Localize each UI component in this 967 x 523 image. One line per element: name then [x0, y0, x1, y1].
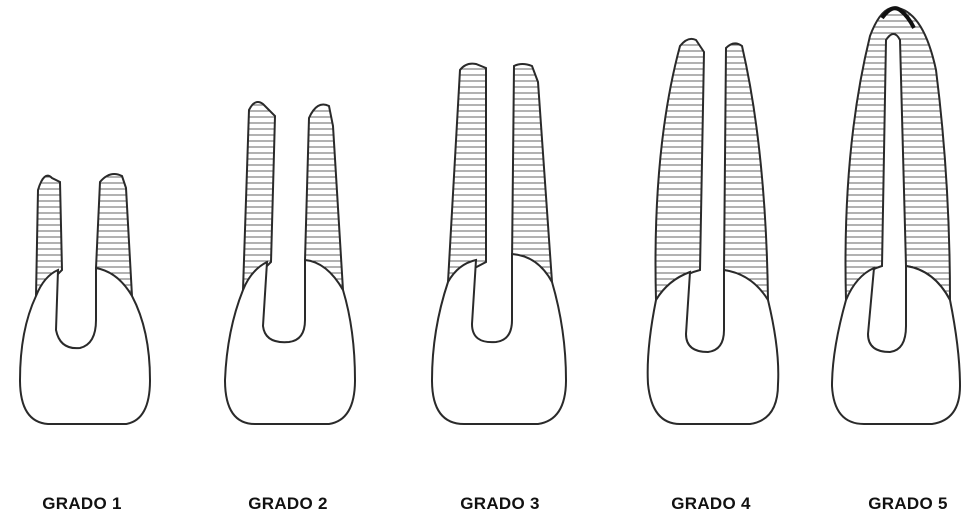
tooth-stage-3-illustration: [420, 0, 590, 470]
tooth-stage-4-illustration: [640, 0, 790, 470]
stage-label-2: GRADO 2: [248, 494, 328, 514]
stage-label-5: GRADO 5: [868, 494, 948, 514]
tooth-stage-2-illustration: [205, 0, 375, 470]
tooth-stage-1-illustration: [0, 0, 190, 470]
tooth-stage-5-illustration: [820, 0, 967, 470]
stage-label-4: GRADO 4: [671, 494, 751, 514]
stage-label-1: GRADO 1: [42, 494, 122, 514]
stage-label-3: GRADO 3: [460, 494, 540, 514]
